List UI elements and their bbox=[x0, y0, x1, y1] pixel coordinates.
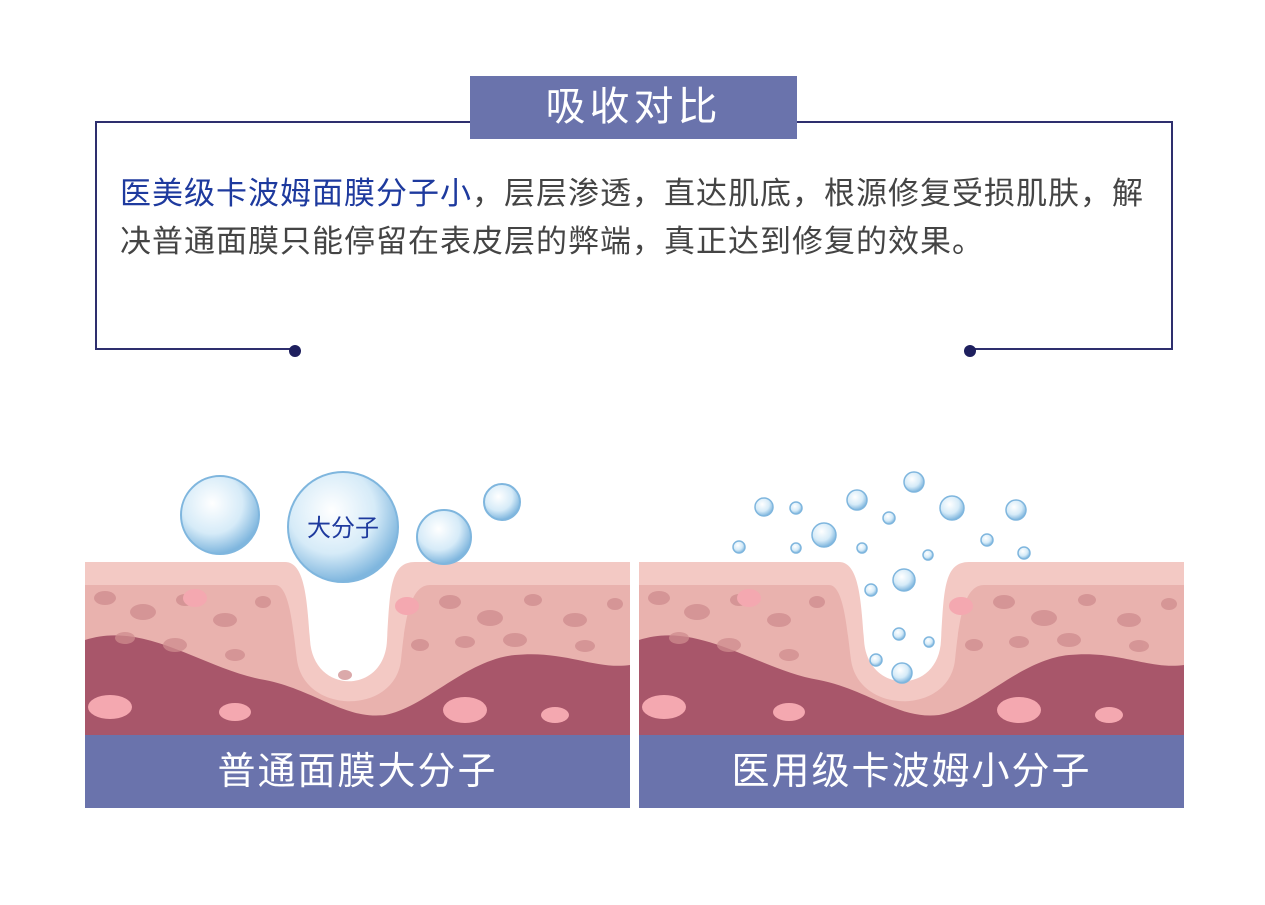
frame-top-left-line bbox=[95, 121, 470, 123]
frame-bottom-gap bbox=[300, 340, 968, 360]
large-molecule-bubble-main bbox=[287, 471, 399, 583]
skin-illustration-large: 大分子 bbox=[85, 471, 630, 735]
skin-cells bbox=[648, 591, 1177, 661]
panel-normal-mask: 大分子 普通面膜大分子 bbox=[85, 470, 630, 808]
skin-highlight-cells bbox=[642, 589, 1123, 723]
frame-dot-left bbox=[289, 345, 301, 357]
description-text: 医美级卡波姆面膜分子小，层层渗透，直达肌底，根源修复受损肌肤，解决普通面膜只能停… bbox=[120, 170, 1150, 266]
frame-dot-right bbox=[964, 345, 976, 357]
panel-carbomer-mask: 医用级卡波姆小分子 bbox=[639, 470, 1184, 808]
description-rest: ，层层渗透，直达肌底，根源修复受损肌肤，解决普通面膜只能停留在表皮层的弊端，真正… bbox=[120, 176, 1144, 260]
large-molecule-bubble bbox=[180, 475, 260, 555]
large-molecule-bubble bbox=[483, 483, 521, 521]
small-molecule-bubbles bbox=[732, 471, 1031, 684]
large-molecule-bubble bbox=[416, 509, 472, 565]
skin-illustration-small bbox=[639, 471, 1184, 735]
section-title: 吸收对比 bbox=[470, 76, 797, 139]
skin-cells bbox=[94, 591, 623, 680]
panel-label-normal: 普通面膜大分子 bbox=[85, 735, 630, 808]
bubble-label: 大分子 bbox=[307, 514, 379, 542]
skin-highlight-cells bbox=[88, 589, 569, 723]
description-highlight: 医美级卡波姆面膜分子小 bbox=[120, 176, 472, 212]
panel-label-carbomer: 医用级卡波姆小分子 bbox=[639, 735, 1184, 808]
frame-top-right-line bbox=[797, 121, 1173, 123]
